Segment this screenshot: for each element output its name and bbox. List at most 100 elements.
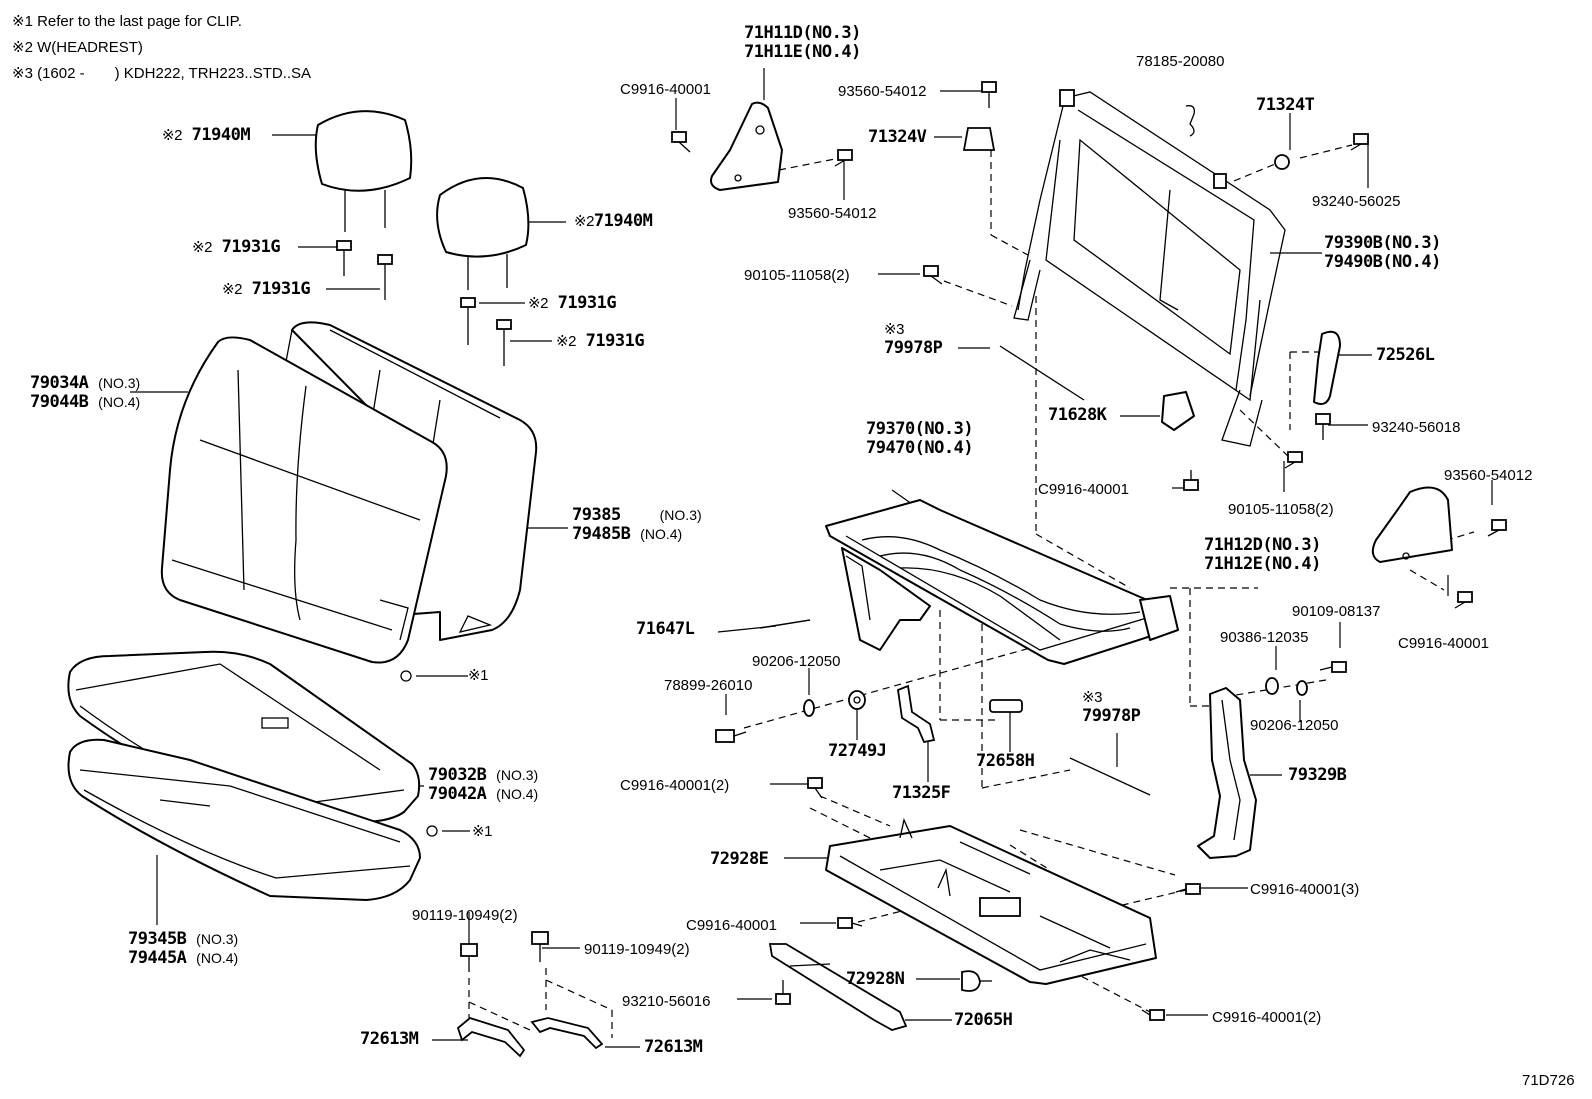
under-tray-art — [825, 817, 1157, 985]
part-label-screw-c9916-r[interactable]: C9916-40001 — [1398, 635, 1489, 652]
side-cover-art — [1197, 687, 1257, 859]
part-label-support-1[interactable]: ※2 71931G — [192, 237, 281, 257]
part-label-headrest-r[interactable]: ※271940M — [574, 212, 653, 231]
clip-art-2 — [426, 825, 438, 837]
part-marker: ※2 — [192, 239, 212, 256]
part-label-bolt-90119-b[interactable]: 90119-10949(2) — [584, 941, 690, 958]
part-number: 71940M — [191, 125, 251, 145]
part-label-clip-78185[interactable]: 78185-20080 — [1136, 53, 1225, 70]
part-marker: ※3 — [884, 321, 904, 338]
part-label-clip-1[interactable]: ※1 — [468, 666, 488, 685]
small-parts-lower-art — [768, 883, 1201, 1031]
part-note: (NO.3) — [659, 507, 702, 523]
part-number: 71931G — [221, 237, 281, 257]
part-label-bracket-l[interactable]: 72613M — [360, 1029, 419, 1049]
part-number: 79042A — [428, 784, 487, 804]
leader-lines — [130, 68, 1493, 1048]
part-label-lever-72526l[interactable]: 72526L — [1376, 345, 1435, 365]
hinge-covers-art — [710, 101, 1453, 563]
part-number: 79385 — [572, 505, 621, 525]
part-label-screw-c9916-2b[interactable]: C9916-40001(2) — [1212, 1009, 1322, 1026]
part-label-bolt-78899[interactable]: 78899-26010 — [664, 677, 753, 694]
clip-art-1 — [400, 670, 412, 682]
part-label-support-4[interactable]: ※2 71931G — [556, 331, 645, 351]
part-number: 79978P — [884, 338, 943, 358]
part-label-side-cover-79329b[interactable]: 79329B — [1288, 765, 1347, 785]
part-label-cover-71324v[interactable]: 71324V — [868, 127, 927, 147]
part-number: 79445A — [128, 948, 187, 968]
part-label-washer-90206-b[interactable]: 90206-12050 — [1250, 717, 1339, 734]
part-label-screw-93210[interactable]: 93210-56016 — [622, 993, 711, 1010]
part-label-washer-90206-a[interactable]: 90206-12050 — [752, 653, 841, 670]
part-number: 79034A — [30, 373, 89, 393]
part-label-bolt-90105-a[interactable]: 90105-11058(2) — [744, 267, 850, 284]
part-label-screw-93560-c[interactable]: 93560-54012 — [1444, 467, 1533, 484]
part-number: 71H12E(NO.4) — [1204, 554, 1321, 574]
part-label-bolt-90105-b[interactable]: 90105-11058(2) — [1228, 501, 1334, 518]
part-label-back-frame[interactable]: 79390B(NO.3)79490B(NO.4) — [1324, 234, 1441, 272]
part-label-cap-71324t[interactable]: 71324T — [1256, 95, 1315, 115]
part-note: (NO.3) — [98, 375, 141, 391]
part-label-washer-90386[interactable]: 90386-12035 — [1220, 629, 1309, 646]
part-label-stopper-72658h[interactable]: 72658H — [976, 751, 1035, 771]
part-label-clip-72928n[interactable]: 72928N — [846, 969, 905, 989]
part-number: 71H11E(NO.4) — [744, 42, 861, 62]
part-number: 71H11D(NO.3) — [744, 23, 861, 43]
part-label-screw-93560-a[interactable]: 93560-54012 — [838, 83, 927, 100]
part-label-screw-c9916-3[interactable]: C9916-40001(3) — [1250, 881, 1360, 898]
headrest-left-art — [314, 110, 413, 232]
part-label-cover-71628k[interactable]: 71628K — [1048, 405, 1107, 425]
part-label-bushing-72749j[interactable]: 72749J — [828, 741, 887, 761]
part-label-bolt-90119-a[interactable]: 90119-10949(2) — [412, 907, 518, 924]
part-label-cushion-pad[interactable]: 79345B (NO.3)79445A (NO.4) — [128, 930, 238, 968]
part-label-headrest-l[interactable]: ※2 71940M — [162, 125, 251, 145]
part-label-screw-93240-b[interactable]: 93240-56018 — [1372, 419, 1461, 436]
part-label-screw-c9916-2a[interactable]: C9916-40001(2) — [620, 777, 730, 794]
part-note: (NO.4) — [98, 394, 141, 410]
part-number: 71931G — [251, 279, 311, 299]
part-label-screw-93560-b[interactable]: 93560-54012 — [788, 205, 877, 222]
part-label-screw-c9916-low[interactable]: C9916-40001 — [686, 917, 777, 934]
part-marker: ※2 — [556, 333, 576, 350]
part-label-cushion-frame[interactable]: 79370(NO.3)79470(NO.4) — [866, 419, 974, 458]
part-note: (NO.3) — [196, 931, 239, 947]
note-clip: ※1 Refer to the last page for CLIP. — [12, 13, 242, 30]
note-headrest: ※2 W(HEADREST) — [12, 39, 143, 56]
part-marker: ※1 — [468, 667, 488, 684]
note-applicability: ※3 (1602 - ) KDH222, TRH223..STD..SA — [12, 65, 312, 82]
part-label-bracket-71325f[interactable]: 71325F — [892, 783, 951, 803]
part-label-screw-93240-a[interactable]: 93240-56025 — [1312, 193, 1401, 210]
part-note: (NO.3) — [496, 767, 539, 783]
part-label-under-tray[interactable]: 72928E — [710, 849, 769, 869]
part-number: 79390B(NO.3) — [1324, 233, 1441, 253]
part-marker: ※3 — [1082, 689, 1102, 706]
part-label-strip-71647l[interactable]: 71647L — [636, 619, 695, 639]
part-number: 79978P — [1082, 706, 1141, 726]
part-label-screw-c9916-mid[interactable]: C9916-40001 — [1038, 481, 1129, 498]
part-label-clip-2[interactable]: ※1 — [472, 822, 492, 841]
part-label-back-pad[interactable]: 79385 (NO.3) 79485B (NO.4) — [572, 506, 702, 544]
part-label-support-2[interactable]: ※2 71931G — [222, 279, 311, 299]
part-number: 79485B — [572, 524, 631, 544]
part-label-bolt-90109[interactable]: 90109-08137 — [1292, 603, 1381, 620]
part-label-back-cover[interactable]: 79034A (NO.3)79044B (NO.4) — [30, 374, 140, 412]
part-label-cushion-cover[interactable]: 79032B (NO.3)79042A (NO.4) — [428, 766, 538, 804]
part-marker: ※2 — [222, 281, 242, 298]
part-marker: ※2 — [528, 295, 548, 312]
part-label-bracket-r[interactable]: 72613M — [644, 1037, 703, 1057]
part-label-support-3[interactable]: ※2 71931G — [528, 293, 617, 313]
part-number: 71931G — [585, 331, 645, 351]
part-note: (NO.4) — [640, 526, 683, 542]
seat-cushion-frame-art — [825, 499, 1179, 665]
part-label-screw-c9916-top[interactable]: C9916-40001 — [620, 81, 711, 98]
part-label-hinge-cover-r[interactable]: 71H12D(NO.3)71H12E(NO.4) — [1204, 536, 1321, 574]
lower-brackets-art — [456, 931, 604, 1058]
part-number: 79370(NO.3) — [866, 419, 974, 439]
part-label-strap-72065h[interactable]: 72065H — [954, 1010, 1013, 1030]
part-number: 71931G — [557, 293, 617, 313]
part-label-hinge-cover-l[interactable]: 71H11D(NO.3)71H11E(NO.4) — [744, 24, 861, 62]
part-number: 79032B — [428, 765, 487, 785]
